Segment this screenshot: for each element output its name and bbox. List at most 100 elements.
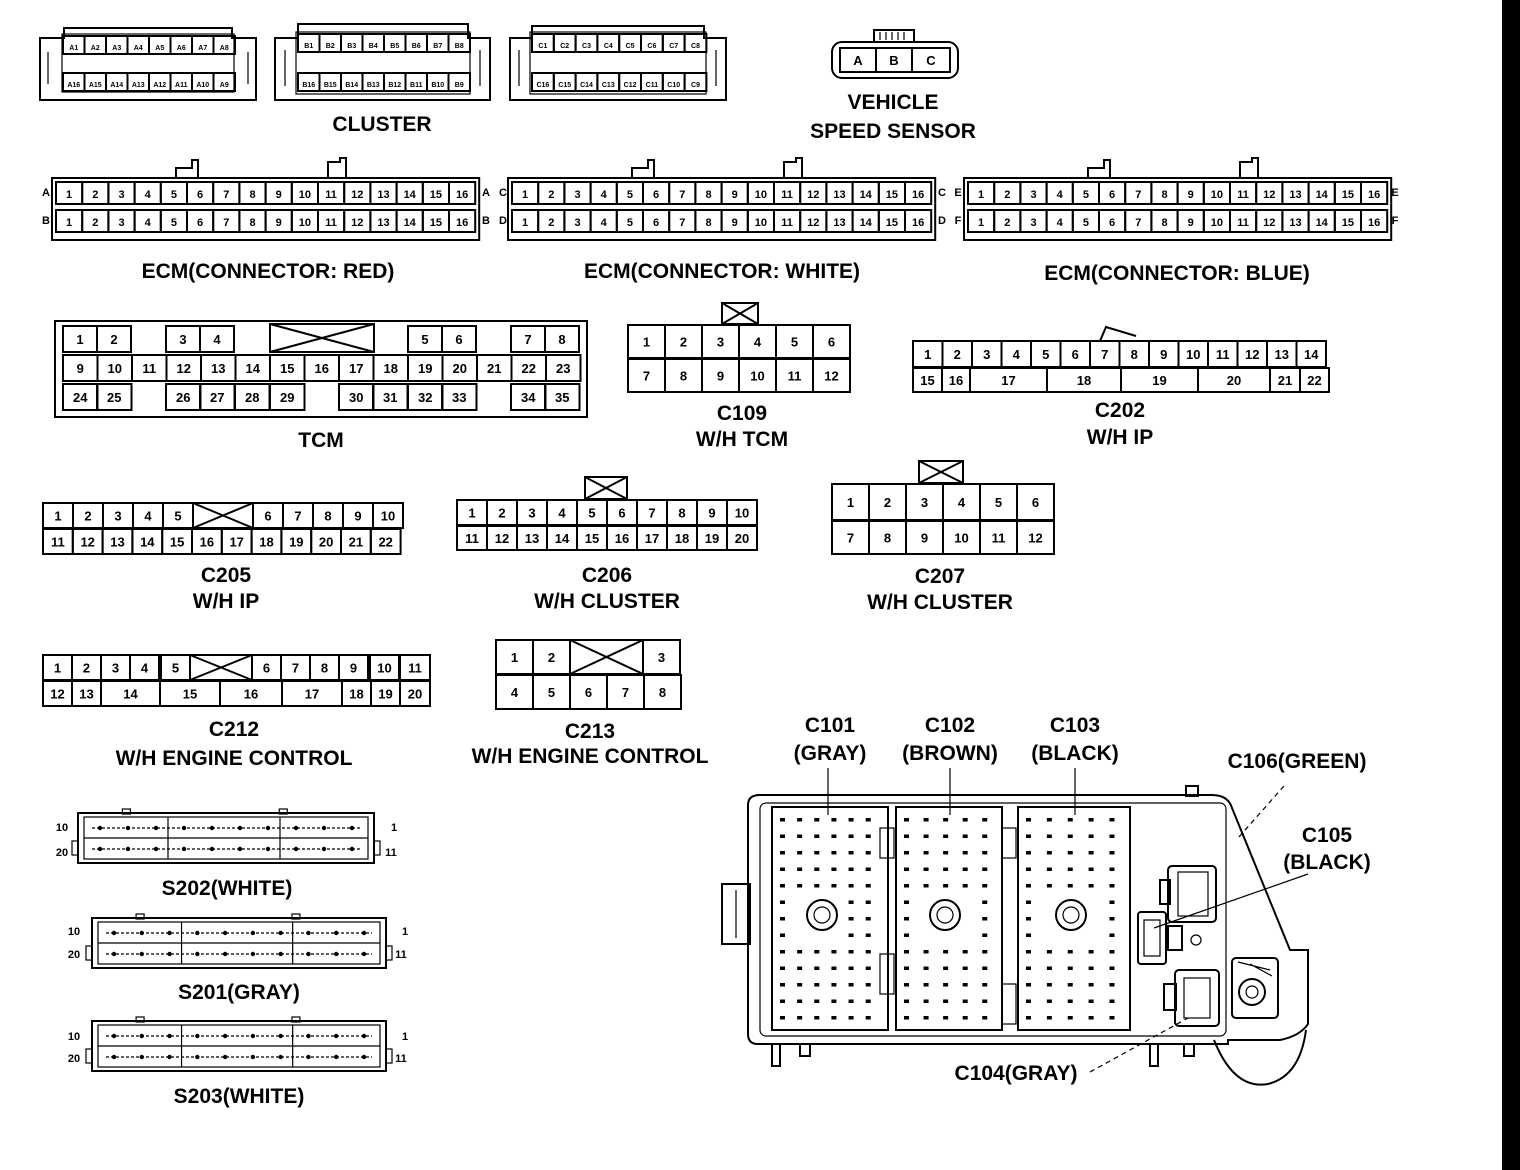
cavity — [1109, 999, 1115, 1003]
cavity — [1067, 884, 1073, 888]
splice-dot — [306, 1033, 311, 1039]
cavity — [923, 851, 929, 855]
tcm-pin-27: 27 — [210, 390, 224, 405]
cavity — [904, 818, 909, 822]
c212-blank-x2 — [189, 654, 253, 681]
ecm-pin-top-14: 14 — [404, 189, 417, 201]
c205-pin-7: 7 — [294, 509, 301, 524]
c109-pin-12-cell — [812, 358, 851, 393]
c206-pin-11: 11 — [465, 531, 479, 546]
cavity — [1046, 999, 1052, 1003]
cavity — [1046, 834, 1052, 838]
vehicle-speed-sensor-connector: A B C — [831, 29, 959, 79]
ecm-blue-row-e-right: E — [1391, 187, 1398, 199]
tcm-pin-23-cell — [545, 354, 582, 382]
ecm-pin-bottom-10: 10 — [755, 217, 767, 229]
ecm-pin-bottom-9: 9 — [1188, 217, 1194, 229]
ecm-pin-top-3: 3 — [118, 189, 124, 201]
cavity — [797, 867, 803, 871]
cavity — [848, 867, 854, 871]
c205-caption-desc: W/H IP — [193, 590, 260, 613]
ecm-pin-top-14: 14 — [1316, 189, 1329, 201]
cluster-pin-a6: A6 — [177, 45, 186, 52]
cavity — [904, 917, 909, 921]
c202-caption-id: C202 — [1095, 399, 1145, 422]
splice-dot — [321, 846, 327, 852]
c212-pin-1: 1 — [54, 661, 61, 676]
cluster-pin-b16: B16 — [302, 82, 315, 89]
splice-dot — [195, 1054, 200, 1060]
ecm-blue-row-f-left: F — [955, 215, 962, 227]
cavity — [814, 834, 820, 838]
splice-dot — [97, 846, 103, 852]
c205-pin-20: 20 — [319, 535, 333, 550]
ecm-pin-top-11: 11 — [781, 189, 793, 201]
tcm-pin-32: 32 — [418, 390, 432, 405]
cluster-pin-c4: C4 — [604, 43, 613, 50]
ecm-shell — [507, 177, 937, 241]
cavity — [923, 950, 929, 954]
ecm-pin-top-10: 10 — [755, 189, 767, 201]
ecm-pin-top-9: 9 — [1188, 189, 1194, 201]
c205-pin-14: 14 — [140, 535, 155, 550]
splice-dot — [334, 1033, 339, 1039]
c105-caption-color: (BLACK) — [1283, 851, 1370, 874]
ecm-pin-top-15: 15 — [430, 189, 442, 201]
ecm-pin-bottom-3: 3 — [118, 217, 124, 229]
tcm-pin-15: 15 — [280, 361, 294, 376]
cluster-pin-a10: A10 — [196, 82, 209, 89]
c109-pin-7: 7 — [643, 369, 650, 384]
ecm-pin-top-10: 10 — [299, 189, 311, 201]
cavity — [1067, 1016, 1073, 1020]
cavity — [865, 884, 871, 888]
ecm-pin-bottom-7: 7 — [679, 217, 685, 229]
splice-dot — [111, 951, 117, 957]
ecm-blue-caption: ECM(CONNECTOR: BLUE) — [1044, 262, 1310, 285]
cavity — [1067, 851, 1073, 855]
cluster-pin-b4: B4 — [369, 43, 378, 50]
splice-dot — [125, 846, 131, 852]
cavity — [814, 884, 820, 888]
vss-pin-b: B — [889, 53, 898, 68]
splice-dot — [222, 1054, 228, 1060]
c207-pin-12-cell — [1016, 520, 1055, 555]
ecm-pin-top-12: 12 — [1263, 189, 1275, 201]
c212-pin-11: 11 — [408, 661, 422, 676]
vss-pin-c: C — [926, 53, 936, 68]
c109-pin-6: 6 — [828, 335, 835, 350]
c207-pin-7: 7 — [847, 531, 854, 546]
splice-dot — [209, 846, 215, 852]
c205-pin-11: 11 — [51, 535, 65, 550]
cavity — [943, 950, 949, 954]
tcm-pin-35-cell — [544, 383, 581, 411]
cavity — [1088, 966, 1094, 970]
ecm-pin-top-3: 3 — [574, 189, 580, 201]
ecm-pin-bottom-14: 14 — [1316, 217, 1329, 229]
splice-dot — [306, 1054, 311, 1060]
s203-label-10: 10 — [68, 1031, 80, 1043]
cavity — [848, 917, 854, 921]
c212-pin-20: 20 — [408, 687, 422, 702]
ecm-pin-bottom-13: 13 — [833, 217, 845, 229]
ecm-red-row-a-right: A — [482, 187, 490, 199]
ecm-pin-bottom-13: 13 — [1289, 217, 1301, 229]
s203-label-1: 1 — [402, 1031, 408, 1043]
ecm-pin-top-4: 4 — [1057, 189, 1064, 201]
ecm-white-row-d-right: D — [938, 215, 946, 227]
ecm-pin-bottom-8: 8 — [1161, 217, 1167, 229]
ecm-pin-top-2: 2 — [1004, 189, 1010, 201]
ecm-latch — [1087, 157, 1259, 178]
ecm-pin-top-16-cell — [904, 181, 933, 205]
ecm-white-row-c-left: C — [499, 187, 507, 199]
cavity — [780, 999, 785, 1003]
cavity — [943, 884, 949, 888]
c212-pin-12: 12 — [50, 687, 64, 702]
splice-dot — [195, 951, 200, 957]
ecm-pin-bottom-16: 16 — [1368, 217, 1380, 229]
ecm-pin-top-16-cell — [1360, 181, 1389, 205]
tcm-pin-8: 8 — [558, 332, 565, 347]
tcm-pin-3: 3 — [179, 332, 186, 347]
cluster-pin-c16: C16 — [536, 82, 549, 89]
c207-pin-1: 1 — [847, 495, 854, 510]
